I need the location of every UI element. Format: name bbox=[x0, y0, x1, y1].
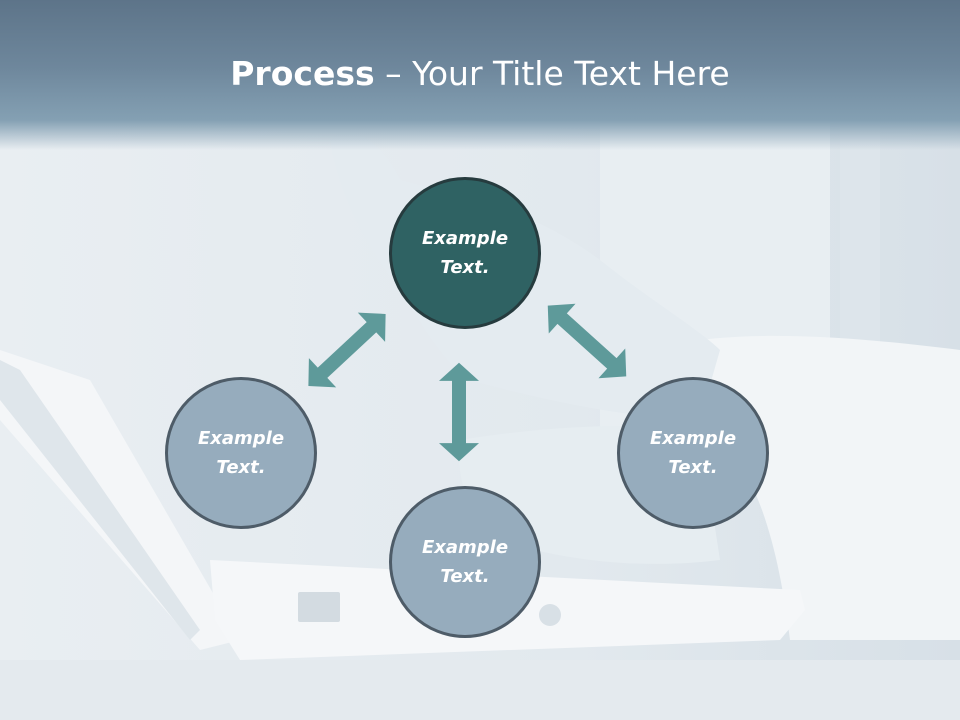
slide-title-bold: Process bbox=[230, 54, 375, 93]
slide-title-rest: – Your Title Text Here bbox=[374, 54, 730, 93]
slide-title: Process – Your Title Text Here bbox=[0, 52, 960, 96]
title-bar bbox=[0, 0, 960, 150]
process-step-bottom-label: Example Text. bbox=[421, 537, 509, 587]
process-step-right-label: Example Text. bbox=[649, 428, 737, 478]
process-step-right: Example Text. bbox=[617, 377, 769, 529]
process-step-top: Example Text. bbox=[389, 177, 541, 329]
process-step-left: Example Text. bbox=[165, 377, 317, 529]
process-step-left-label: Example Text. bbox=[197, 428, 285, 478]
double-headed-arrow-icon bbox=[439, 362, 479, 462]
process-step-bottom: Example Text. bbox=[389, 486, 541, 638]
double-headed-arrow-icon bbox=[534, 290, 640, 392]
process-step-top-label: Example Text. bbox=[421, 228, 509, 278]
double-headed-arrow-icon bbox=[294, 299, 400, 401]
